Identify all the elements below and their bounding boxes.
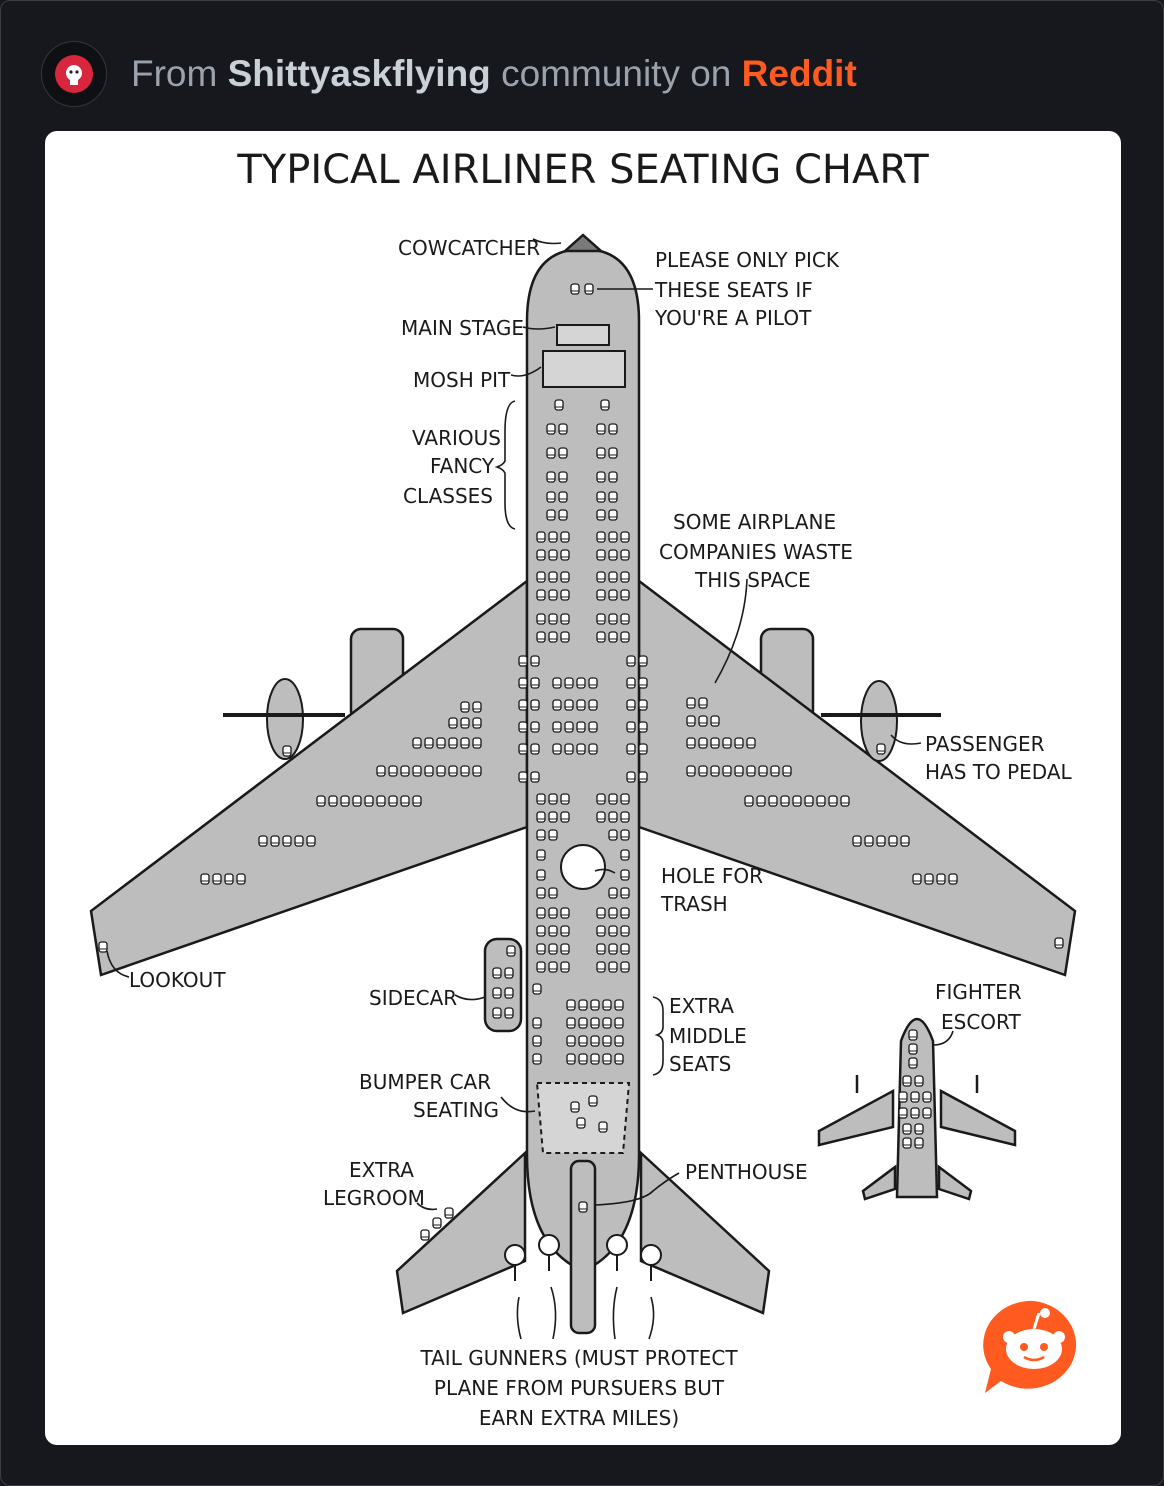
label-waste-3: THIS SPACE [694,568,811,592]
label-middle-3: SEATS [669,1052,731,1076]
left-stabilizer [395,1150,527,1315]
label-middle-1: EXTRA [669,994,734,1018]
label-main-stage: MAIN STAGE [401,316,524,340]
community-avatar[interactable] [41,41,107,107]
label-bumper-2: SEATING [413,1098,499,1122]
label-trash-1: HOLE FOR [661,864,763,888]
right-pedal-seat [876,743,886,755]
fighter-escort [817,1018,1017,1201]
comic-card: TYPICAL AIRLINER SEATING CHART [45,131,1121,1445]
label-pilot-1: PLEASE ONLY PICK [655,248,840,272]
label-fighter-1: FIGHTER [935,980,1022,1004]
airliner-body [89,233,1077,1335]
left-wing [89,578,529,977]
label-legroom-2: LEGROOM [323,1186,425,1210]
label-fancy-1: VARIOUS [412,426,501,450]
label-fancy-3: CLASSES [403,484,493,508]
comic-title: TYPICAL AIRLINER SEATING CHART [236,147,929,193]
label-waste-1: SOME AIRPLANE [673,510,836,534]
source-prefix: From [131,53,218,94]
community-avatar-icon [55,55,93,93]
right-stabilizer [639,1150,771,1315]
label-fancy-2: FANCY [430,454,495,478]
label-pilot-2: THESE SEATS IF [654,278,813,302]
label-lookout: LOOKOUT [129,968,226,992]
tail-gunner-turrets [504,1234,662,1281]
right-propeller-pod [860,680,898,762]
label-pilot-3: YOU'RE A PILOT [654,306,812,330]
platform-link[interactable]: Reddit [741,53,857,94]
community-link[interactable]: Shittyaskflying [227,53,491,94]
pedal-propellers [223,678,941,762]
label-trash-2: TRASH [660,892,728,916]
cowcatcher [561,233,605,253]
post-header: From Shittyaskflying community on Reddit [41,41,857,107]
reddit-logo-badge[interactable] [979,1297,1089,1402]
label-legroom-1: EXTRA [349,1158,414,1182]
penthouse-tail [569,1159,597,1335]
callout-labels: COWCATCHER MAIN STAGE MOSH PIT VARIOUS F… [129,236,1073,1430]
label-gunners-3: EARN EXTRA MILES) [479,1406,679,1430]
label-sidecar: SIDECAR [369,986,457,1010]
left-pedal-seat [282,745,292,757]
left-propeller-pod [266,678,304,760]
callout-lines [106,238,954,1340]
penthouse-seat [578,1201,588,1213]
label-bumper-1: BUMPER CAR [359,1070,491,1094]
label-gunners-2: PLANE FROM PURSUERS BUT [434,1376,725,1400]
label-pedal-2: HAS TO PEDAL [925,760,1073,784]
mosh-pit [542,350,626,388]
label-middle-2: MIDDLE [669,1024,747,1048]
trash-hole [560,844,606,890]
label-mosh-pit: MOSH PIT [413,368,511,392]
seating-chart-comic: TYPICAL AIRLINER SEATING CHART [89,147,1077,1430]
post-source: From Shittyaskflying community on Reddit [131,53,857,95]
label-pedal-1: PASSENGER [925,732,1045,756]
label-gunners-1: TAIL GUNNERS (MUST PROTECT [419,1346,738,1370]
label-waste-2: COMPANIES WASTE [659,540,853,564]
reddit-logo-icon [983,1300,1077,1393]
label-penthouse: PENTHOUSE [685,1160,808,1184]
label-cowcatcher: COWCATCHER [398,236,540,260]
main-stage [556,324,610,346]
label-fighter-2: ESCORT [941,1010,1021,1034]
source-middle: community on [501,53,732,94]
